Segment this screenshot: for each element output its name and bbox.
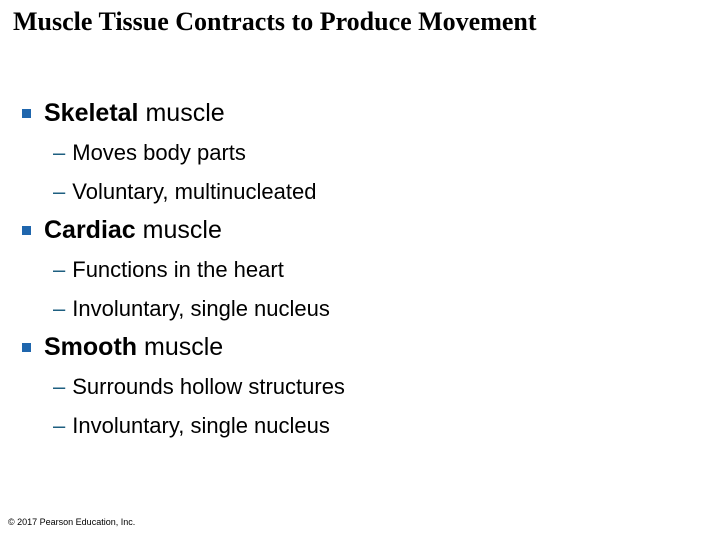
sub-bullet-item: –Involuntary, single nucleus xyxy=(22,289,345,328)
muscle-type-term: Smooth xyxy=(44,333,138,361)
sub-bullet-label: Surrounds hollow structures xyxy=(72,374,345,399)
dash-bullet-icon: – xyxy=(53,413,66,438)
dash-bullet-icon: – xyxy=(53,296,66,321)
bullet-item-smooth: Smooth muscle xyxy=(22,328,345,367)
muscle-type-rest: muscle xyxy=(137,333,224,361)
sub-bullet-item: –Surrounds hollow structures xyxy=(22,367,345,406)
sub-bullet-label: Functions in the heart xyxy=(72,257,284,282)
sub-bullet-label: Involuntary, single nucleus xyxy=(72,413,330,438)
copyright-notice: © 2017 Pearson Education, Inc. xyxy=(8,517,136,527)
dash-bullet-icon: – xyxy=(53,179,66,204)
muscle-type-term: Skeletal xyxy=(44,99,139,127)
muscle-type-term: Cardiac xyxy=(44,216,136,244)
bullet-list: Skeletal muscle –Moves body parts –Volun… xyxy=(22,94,345,445)
bullet-item-cardiac: Cardiac muscle xyxy=(22,211,345,250)
dash-bullet-icon: – xyxy=(53,257,66,282)
sub-bullet-label: Voluntary, multinucleated xyxy=(72,179,317,204)
sub-bullet-item: –Voluntary, multinucleated xyxy=(22,172,345,211)
sub-bullet-item: –Functions in the heart xyxy=(22,250,345,289)
sub-bullet-label: Involuntary, single nucleus xyxy=(72,296,330,321)
muscle-type-rest: muscle xyxy=(135,216,222,244)
muscle-type-rest: muscle xyxy=(138,99,225,127)
sub-bullet-item: –Involuntary, single nucleus xyxy=(22,406,345,445)
square-bullet-icon xyxy=(22,343,31,352)
bullet-item-skeletal: Skeletal muscle xyxy=(22,94,345,133)
square-bullet-icon xyxy=(22,226,31,235)
sub-bullet-label: Moves body parts xyxy=(72,140,246,165)
square-bullet-icon xyxy=(22,109,31,118)
sub-bullet-item: –Moves body parts xyxy=(22,133,345,172)
dash-bullet-icon: – xyxy=(53,140,66,165)
dash-bullet-icon: – xyxy=(53,374,66,399)
slide-title: Muscle Tissue Contracts to Produce Movem… xyxy=(13,7,537,36)
